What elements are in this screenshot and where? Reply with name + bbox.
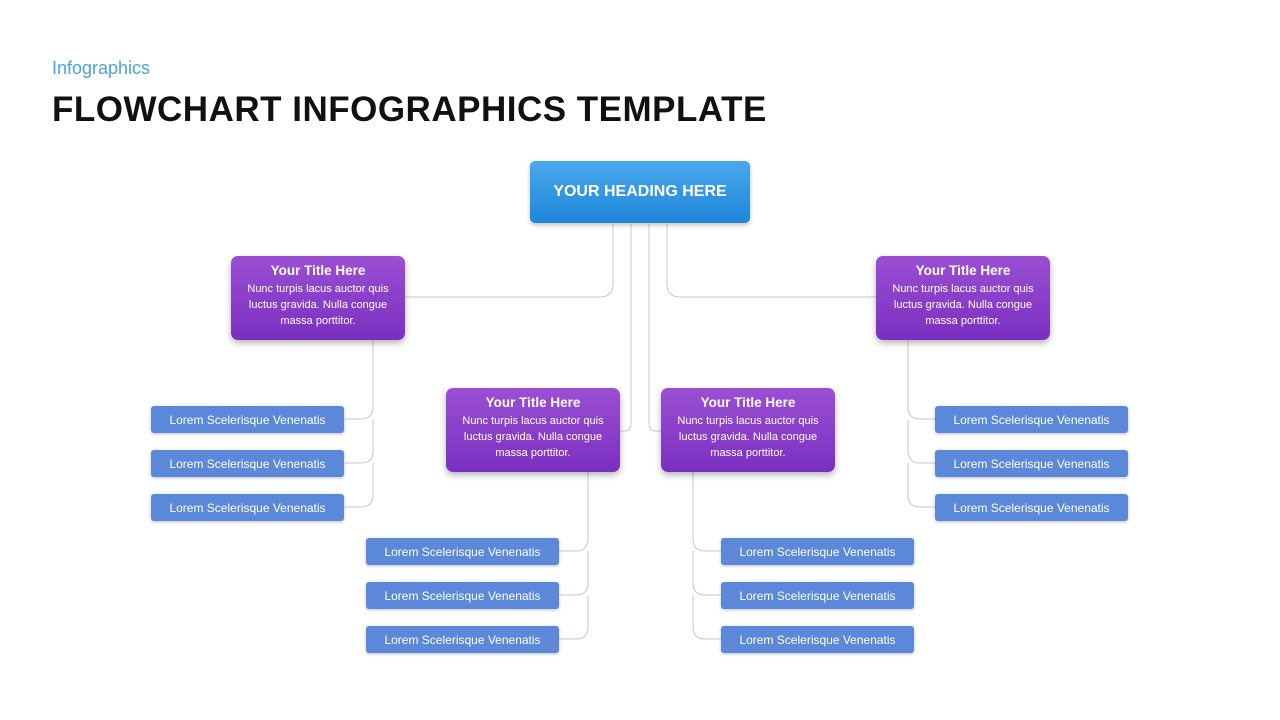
title-card-1: Your Title Here Nunc turpis lacus auctor… [231,256,405,340]
item-pill: Lorem Scelerisque Venenatis [935,406,1128,433]
item-pill: Lorem Scelerisque Venenatis [721,538,914,565]
card-body: Nunc turpis lacus auctor quis luctus gra… [462,415,604,459]
item-pill: Lorem Scelerisque Venenatis [151,494,344,521]
item-pill: Lorem Scelerisque Venenatis [935,494,1128,521]
connector-heading-to-card-3 [648,224,661,432]
item-pill: Lorem Scelerisque Venenatis [366,538,559,565]
connector-card-4-items [907,340,935,508]
card-body: Nunc turpis lacus auctor quis luctus gra… [892,283,1034,327]
card-title: Your Title Here [700,395,796,410]
item-pill: Lorem Scelerisque Venenatis [151,450,344,477]
card-body: Nunc turpis lacus auctor quis luctus gra… [677,415,819,459]
connector-heading-to-card-1 [405,224,614,298]
item-pill: Lorem Scelerisque Venenatis [721,582,914,609]
title-card-4: Your Title Here Nunc turpis lacus auctor… [876,256,1050,340]
page-title: FLOWCHART INFOGRAPHICS TEMPLATE [52,90,767,129]
connector-card-3-items [692,472,721,640]
connector-card-1-items [345,340,374,508]
card-title: Your Title Here [485,395,581,410]
card-title: Your Title Here [270,263,366,278]
item-pill: Lorem Scelerisque Venenatis [151,406,344,433]
heading-box: YOUR HEADING HERE [530,161,750,223]
card-title: Your Title Here [915,263,1011,278]
item-pill: Lorem Scelerisque Venenatis [721,626,914,653]
connector-heading-to-card-4 [666,224,876,298]
item-pill: Lorem Scelerisque Venenatis [366,582,559,609]
title-card-2: Your Title Here Nunc turpis lacus auctor… [446,388,620,472]
title-card-3: Your Title Here Nunc turpis lacus auctor… [661,388,835,472]
item-pill: Lorem Scelerisque Venenatis [935,450,1128,477]
connector-heading-to-card-2 [620,224,632,432]
item-pill: Lorem Scelerisque Venenatis [366,626,559,653]
card-body: Nunc turpis lacus auctor quis luctus gra… [247,283,389,327]
page-subtitle: Infographics [52,58,151,78]
connector-card-2-items [559,472,589,640]
